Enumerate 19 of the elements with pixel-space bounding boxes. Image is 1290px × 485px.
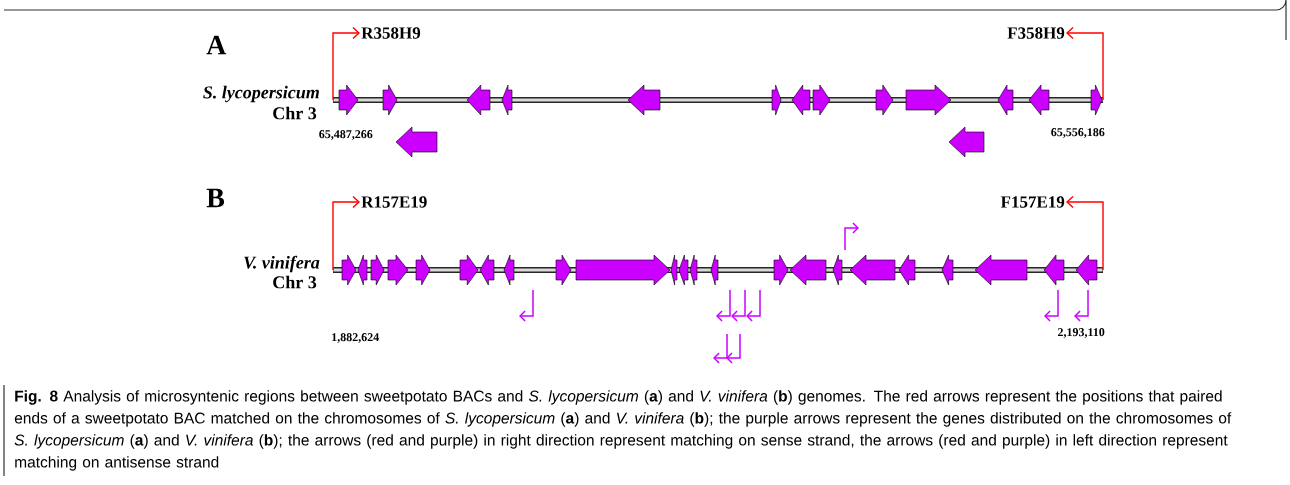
bent-arrow: [1066, 26, 1104, 101]
bac-end-label: R358H9: [361, 27, 421, 39]
species-name: S. lycopersicum: [203, 85, 319, 103]
bac-end-label: F358H9: [1007, 27, 1065, 39]
panel-letter: A: [206, 35, 227, 55]
position-label: 1,882,624: [332, 333, 379, 343]
position-label: 65,556,186: [1051, 128, 1105, 138]
bac-end-label: F157E19: [1000, 196, 1065, 208]
bac-end-label: R157E19: [361, 196, 427, 208]
chromosome-name: Chr 3: [273, 106, 317, 120]
chromosome-name: Chr 3: [273, 275, 317, 289]
bent-arrow: [332, 195, 360, 271]
caption: Fig. 8 Analysis of microsyntenic regions between sweetpotato BACs and S. lycopersicum (a) and V. vinifera (b) genomes. The red arrows represent the positions that paired ends of a sweetpotato BAC matched on the chromosomes of S. lycopersicum (a) and V. vinifera (b); the purple arrows represent the genes distributed on the chromosomes of S. lycopersicum (a) and V. vinifera (b); the arrows (red and purple) in right direction represent matching on sense strand, the arrows (red and purple) in left direction represent matching on antisense strand: [14, 390, 1232, 471]
bent-arrow: [1066, 195, 1104, 271]
panel-letter: B: [206, 188, 225, 208]
bent-arrow: [332, 26, 360, 101]
species-name: V. vinifera: [244, 255, 320, 273]
position-label: 65,487,266: [319, 130, 373, 140]
position-label: 2,193,110: [1058, 328, 1105, 338]
